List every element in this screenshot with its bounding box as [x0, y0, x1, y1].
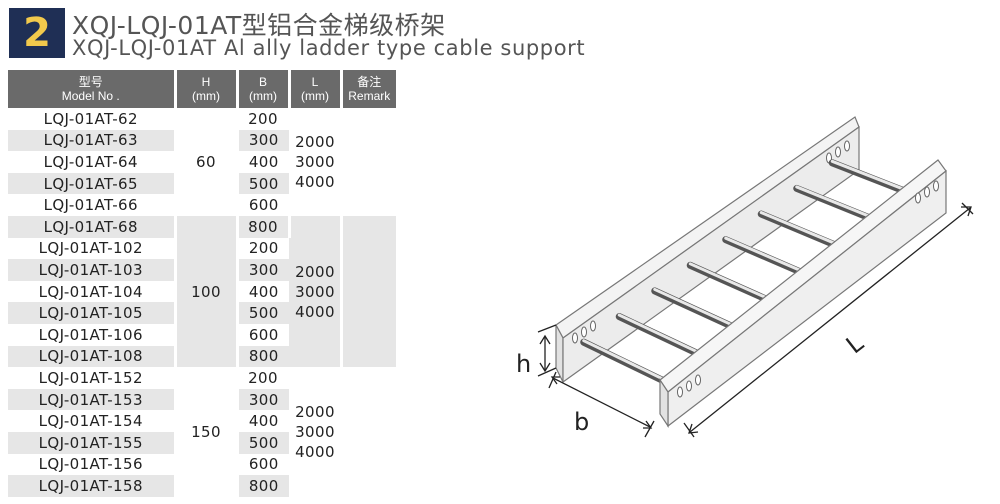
- cell-b: 600: [237, 323, 289, 346]
- cell-b: 500: [237, 431, 289, 454]
- title-chinese: XQJ-LQJ-01AT型铝合金梯级桥架: [72, 11, 446, 40]
- ladder-tray-diagram: h b L: [516, 116, 974, 438]
- dimension-b: [548, 371, 655, 438]
- cell-b: 400: [237, 410, 289, 432]
- length-value: 4000: [295, 442, 335, 461]
- label-b: b: [574, 408, 589, 436]
- back-rail-holes: [572, 140, 850, 344]
- cell-model: LQJ-01AT-155: [8, 431, 177, 454]
- cell-model: LQJ-01AT-156: [8, 453, 177, 476]
- cell-remark: [341, 215, 396, 368]
- cell-h: 150: [175, 367, 239, 497]
- cell-model: LQJ-01AT-153: [8, 388, 177, 411]
- cell-b: 300: [237, 129, 289, 152]
- cell-b: 600: [237, 453, 289, 476]
- cell-h: 60: [175, 108, 239, 216]
- cell-model: LQJ-01AT-66: [8, 194, 177, 216]
- cell-model: LQJ-01AT-154: [8, 410, 177, 432]
- cell-model: LQJ-01AT-152: [8, 367, 177, 389]
- cell-b: 400: [237, 280, 289, 303]
- cell-b: 500: [237, 302, 289, 324]
- section-number-badge: 2: [9, 8, 65, 58]
- cell-model: LQJ-01AT-65: [8, 172, 177, 195]
- cell-model: LQJ-01AT-64: [8, 151, 177, 173]
- length-value: 4000: [295, 302, 335, 321]
- title-english: XQJ-LQJ-01AT Al ally ladder type cable s…: [72, 36, 586, 60]
- cell-b: 400: [237, 151, 289, 173]
- cell-model: LQJ-01AT-108: [8, 345, 177, 368]
- length-value: 3000: [295, 282, 335, 301]
- cell-b: 500: [237, 172, 289, 195]
- cell-remark: [341, 108, 396, 216]
- label-l: L: [841, 329, 869, 360]
- cell-b: 300: [237, 388, 289, 411]
- cell-b: 800: [237, 215, 291, 238]
- cell-b: 800: [237, 475, 289, 497]
- length-value: 4000: [295, 172, 335, 191]
- cell-b: 200: [237, 108, 291, 130]
- header-l: L(mm): [289, 70, 343, 108]
- cell-model: LQJ-01AT-68: [8, 215, 177, 238]
- cell-b: 300: [237, 259, 289, 281]
- header-h: H(mm): [175, 70, 239, 108]
- length-value: 3000: [295, 152, 335, 171]
- cell-b: 200: [237, 237, 289, 260]
- length-value: 2000: [295, 402, 335, 421]
- length-value: 2000: [295, 262, 335, 281]
- label-h: h: [516, 350, 531, 378]
- cell-b: 600: [237, 194, 289, 216]
- dimension-l: [683, 202, 974, 438]
- cell-model: LQJ-01AT-62: [8, 108, 177, 130]
- header-b: B(mm): [237, 70, 291, 108]
- cell-b: 800: [237, 345, 289, 368]
- cell-model: LQJ-01AT-63: [8, 129, 177, 152]
- cell-model: LQJ-01AT-105: [8, 302, 177, 324]
- cell-h: 100: [175, 215, 239, 368]
- cell-model: LQJ-01AT-106: [8, 323, 177, 346]
- cell-model: LQJ-01AT-102: [8, 237, 177, 260]
- front-rail-face: [667, 169, 947, 428]
- cell-model: LQJ-01AT-158: [8, 475, 177, 497]
- dimension-h: [537, 324, 557, 377]
- cell-model: LQJ-01AT-103: [8, 259, 177, 281]
- front-rail-holes: [677, 180, 939, 398]
- length-value: 3000: [295, 422, 335, 441]
- length-value: 2000: [295, 132, 335, 151]
- front-rail-end: [659, 378, 669, 428]
- cell-model: LQJ-01AT-104: [8, 280, 177, 303]
- cell-b: 200: [237, 367, 291, 389]
- cell-remark: [341, 367, 396, 497]
